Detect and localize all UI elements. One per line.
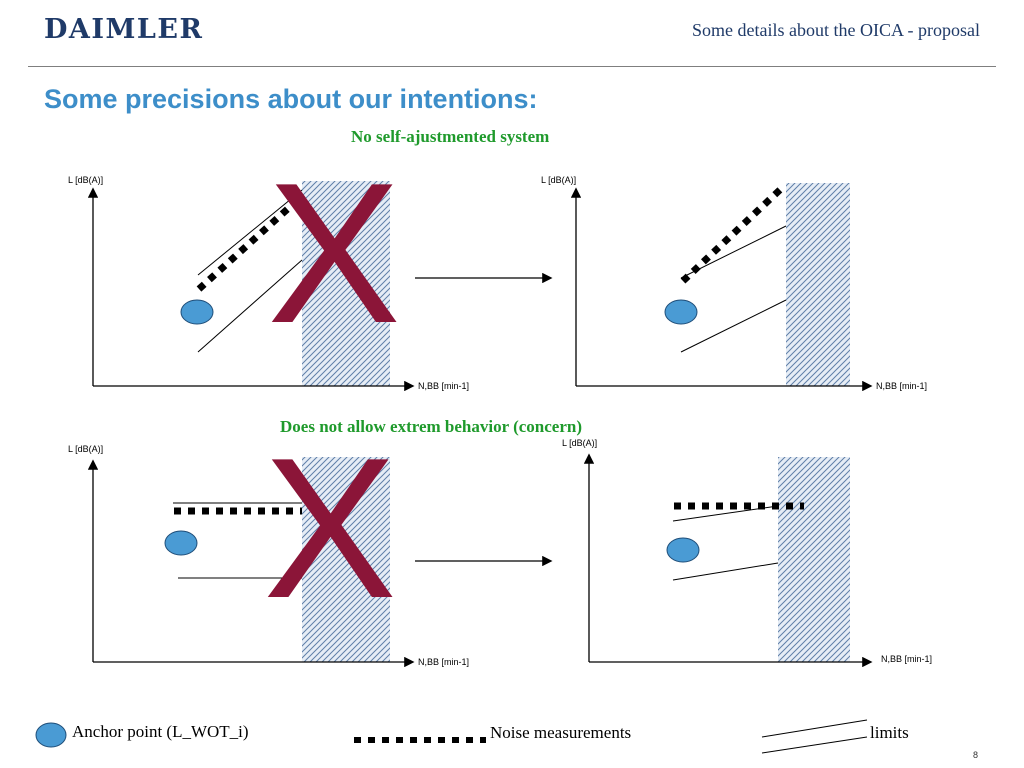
diagram-bottom-right: L [dB(A)] N,BB [min-1] <box>562 438 932 668</box>
x-axis-label: N,BB [min-1] <box>881 654 932 664</box>
daimler-logo: DAIMLER <box>44 14 204 45</box>
legend-anchor-label: Anchor point (L_WOT_i) <box>72 722 249 741</box>
anchor-point <box>180 299 214 325</box>
header-divider <box>28 66 996 67</box>
anchor-point <box>666 537 700 563</box>
page-number: 8 <box>972 750 978 760</box>
y-axis-label: L [dB(A)] <box>562 438 597 448</box>
anchor-point <box>164 530 198 556</box>
diagram-top-right: L [dB(A)] N,BB [min-1] <box>541 175 927 392</box>
y-axis-label: L [dB(A)] <box>68 444 103 454</box>
lower-limit-line <box>672 562 779 581</box>
subtitle-extreme-behavior: Does not allow extrem behavior (concern) <box>280 417 583 436</box>
x-axis-label: N,BB [min-1] <box>418 381 469 391</box>
x-axis-label: N,BB [min-1] <box>418 657 469 667</box>
y-axis-label: L [dB(A)] <box>541 175 576 185</box>
hatched-zone <box>302 457 390 662</box>
y-axis-label: L [dB(A)] <box>68 175 103 185</box>
noise-measurements <box>680 183 787 284</box>
legend-limit-line-lower <box>761 736 868 754</box>
diagram-top-left: L [dB(A)] N,BB [min-1] X <box>68 142 469 392</box>
legend-anchor-icon <box>35 722 67 748</box>
upper-limit-line <box>197 189 303 276</box>
noise-measurements <box>196 193 305 292</box>
hatched-zone <box>778 457 850 662</box>
subtitle-no-self-adjustment: No self-ajustmented system <box>351 127 550 146</box>
cross-mark: X <box>267 142 400 365</box>
legend-noise-label: Noise measurements <box>490 723 632 742</box>
lower-limit-line <box>197 259 303 353</box>
hatched-zone <box>786 183 850 386</box>
slide-title: Some precisions about our intentions: <box>44 84 538 114</box>
hatched-zone <box>302 181 390 386</box>
diagram-bottom-left: L [dB(A)] N,BB [min-1] X <box>68 417 469 668</box>
cross-mark: X <box>263 417 396 640</box>
legend <box>35 719 868 754</box>
x-axis-label: N,BB [min-1] <box>876 381 927 391</box>
legend-limits-label: limits <box>870 723 909 742</box>
anchor-point <box>664 299 698 325</box>
header-title: Some details about the OICA - proposal <box>692 20 980 40</box>
legend-limit-line-upper <box>761 719 868 738</box>
lower-limit-line <box>680 299 787 353</box>
